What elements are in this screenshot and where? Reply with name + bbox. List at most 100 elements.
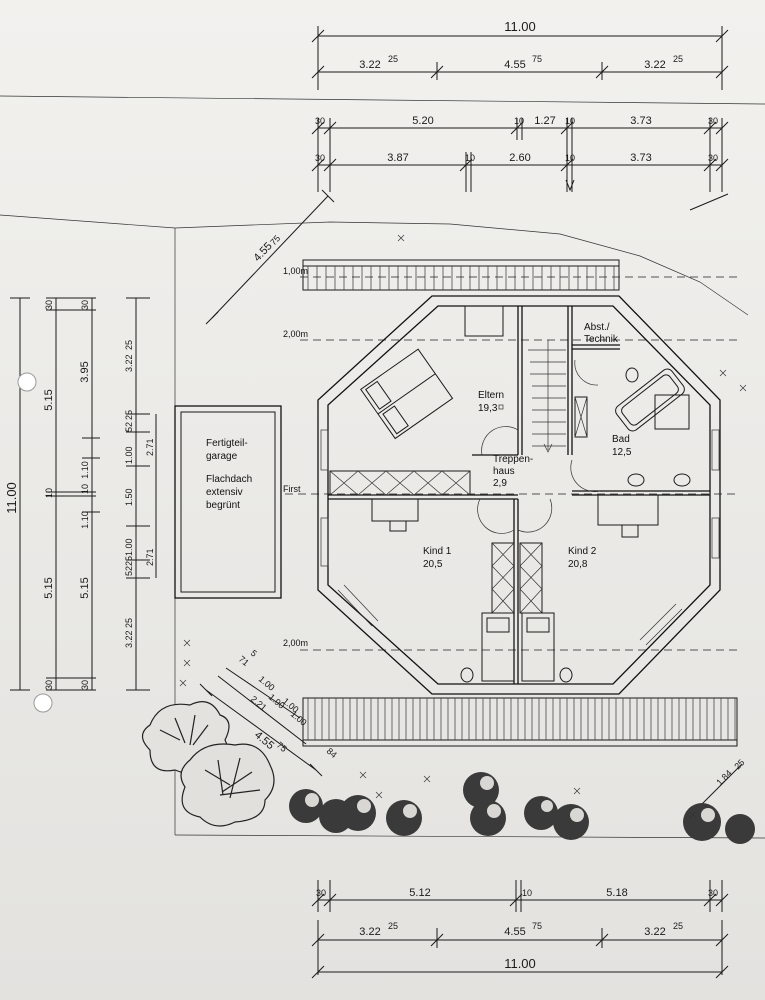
room-treppen-line1: Treppen- [493,454,533,465]
top-overall-dim: 11.00 [504,19,536,34]
bl-dim-b: 1.00 [257,674,277,693]
top-dimension-chains: 11.00 3.22 25 4.55 75 3.22 25 [0,19,765,211]
top-row2-0: 30 [315,116,325,126]
top-row1-c-sup: 25 [673,54,683,64]
room-bad: Bad [612,434,630,445]
left-col2-2: 1.10 [80,461,90,479]
top-row3-4: 10 [565,153,575,163]
top-row2-5: 3.73 [630,115,651,127]
room-eltern: Eltern [478,390,504,401]
garage-line1: Fertigteil- [206,438,248,449]
diag-top-sup: 75 [268,233,282,247]
bl-dim-diag-sup: 75 [275,740,289,754]
left-col3-3: 25 [124,410,134,420]
punch-hole-bottom [33,693,53,713]
punch-hole-top [17,372,37,392]
room-bad-area: 12,5 [612,447,632,458]
top-row3-1: 3.87 [387,152,408,164]
top-row2-4: 10 [565,116,575,126]
bl-dim-g: 84 [325,746,339,760]
bottom-row1-4: 30 [708,888,718,898]
bottom-row2-c-sup: 25 [673,921,683,931]
left-col4-0: 2.71 [145,438,155,456]
left-col3-10: 25 [124,618,134,628]
room-kind1-area: 20,5 [423,559,443,570]
left-col2-3: 10 [80,484,90,494]
left-overall-dim: 11.00 [4,482,19,514]
left-col1-1: 5.15 [43,389,55,410]
bottom-dimension-chains: 30 5.12 10 5.18 30 3.22 25 4.55 75 3.22 … [311,880,729,979]
left-col1-4: 30 [44,680,54,690]
top-row3-2: 10 [465,153,475,163]
garage-line5: begrünt [206,500,240,511]
bottom-right-dim: 1.84 25 [699,757,746,807]
bottom-row2-c: 3.22 [644,926,665,938]
bl-dim-a-sup: 5 [249,648,259,659]
garage-line2: garage [206,451,238,462]
bottom-row2-a: 3.22 [359,926,380,938]
garage-line3: Flachdach [206,474,252,485]
room-kind2: Kind 2 [568,546,597,557]
top-row1-a-sup: 25 [388,54,398,64]
left-col1-3: 5.15 [43,577,55,598]
diagonal-dim-top: 4.55 75 [205,189,335,325]
level-top-1: 1,00m [283,266,308,276]
level-top-2: 2,00m [283,329,308,339]
bottom-row2-b: 4.55 [504,926,525,938]
garage: Fertigteil- garage Flachdach extensiv be… [174,405,282,599]
left-col2-1: 3.95 [79,361,91,382]
roof-band-top [302,259,620,291]
bottom-overall-dim: 11.00 [504,956,536,971]
tree-sketch-large [141,701,275,827]
room-treppen-area: 2,9 [493,478,507,489]
left-col2-5: 5.15 [79,577,91,598]
bl-dim-f: 1.00 [289,709,309,728]
shrub-row [289,772,755,844]
bottom-row2-a-sup: 25 [388,921,398,931]
bl-dim-a: 71 [237,654,251,668]
left-col3-9: 3.22 [124,630,134,648]
plot-boundary [0,214,765,839]
room-abst-line1: Abst./ [584,322,610,333]
left-col3-1: 25 [124,340,134,350]
br-dim-sup: 25 [732,757,746,771]
bl-dim-c: 2.21 [249,694,269,713]
bottom-row1-2: 10 [522,888,532,898]
room-treppen-line2: haus [493,466,515,477]
left-col3-4: 1.00 [124,446,134,464]
left-col2-4: 1.10 [80,511,90,529]
left-col4-1: 2.71 [145,548,155,566]
room-kind2-area: 20,8 [568,559,588,570]
first-label: First [283,484,301,494]
garage-line4: extensiv [206,487,243,498]
top-row3-3: 2.60 [509,152,530,164]
room-eltern-area: 19,3 [478,403,498,414]
landscape-trees [141,701,755,844]
room-kind1: Kind 1 [423,546,452,557]
room-abst-line2: Technik [584,334,619,345]
top-row2-1: 5.20 [412,115,433,127]
left-col3-5: 1.50 [124,488,134,506]
left-col2-6: 30 [80,680,90,690]
left-col1-2: 10 [44,488,54,498]
roof-band-bottom [302,697,738,747]
bottom-row2-b-sup: 75 [532,921,542,931]
level-lines: 1,00m 2,00m 2,00m First [283,266,740,651]
top-row1-b: 4.55 [504,59,525,71]
house-octagon: Abst./ Technik Eltern 19,3 Bad 12,5 Trep… [317,295,721,695]
left-col3-6: 1.00 [124,538,134,556]
top-row1-a: 3.22 [359,59,380,71]
top-row2-2: 10 [514,116,524,126]
left-col1-0: 30 [44,300,54,310]
top-row2-6: 30 [708,116,718,126]
left-col2-0: 30 [80,300,90,310]
top-row1-b-sup: 75 [532,54,542,64]
top-row3-6: 30 [708,153,718,163]
top-row3-5: 3.73 [630,152,651,164]
bottom-row1-3: 5.18 [606,887,627,899]
bottom-row1-0: 30 [316,888,326,898]
left-dimension-chains: 11.00 30 5.15 10 5.15 30 30 3.95 1.10 10… [4,297,157,691]
left-col3-8: 25 [124,556,134,566]
